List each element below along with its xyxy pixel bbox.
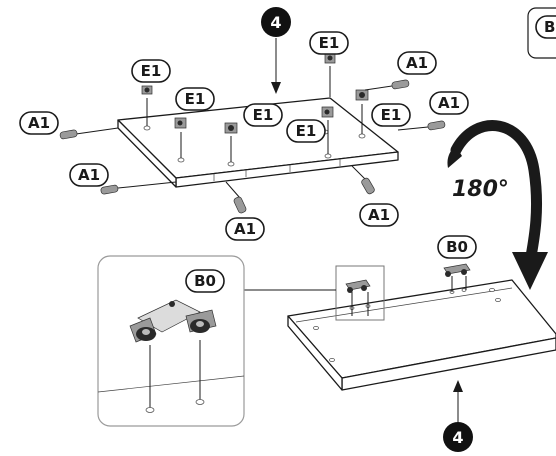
step-number-bottom: 4 bbox=[452, 428, 463, 447]
label-b0-callout-group: B0 bbox=[186, 270, 224, 292]
bottom-panel bbox=[288, 280, 556, 390]
label-a1: A1 bbox=[28, 114, 50, 132]
fitting-b0-right bbox=[444, 264, 470, 292]
step-number-top: 4 bbox=[270, 13, 281, 32]
label-a1: A1 bbox=[78, 166, 100, 184]
label-e1: E1 bbox=[296, 122, 317, 140]
label-e1: E1 bbox=[253, 106, 274, 124]
label-a1: A1 bbox=[234, 220, 256, 238]
label-a1: A1 bbox=[368, 206, 390, 224]
label-e1: E1 bbox=[185, 90, 206, 108]
label-b0: B0 bbox=[194, 272, 216, 290]
label-e1: E1 bbox=[319, 34, 340, 52]
step-marker-top: 4 bbox=[261, 7, 291, 94]
label-b0-right-group: B0 bbox=[438, 236, 476, 258]
step-marker-bottom: 4 bbox=[443, 380, 473, 452]
label-a1: A1 bbox=[438, 94, 460, 112]
label-a1: A1 bbox=[406, 54, 428, 72]
corner-label-text: B bbox=[544, 18, 555, 36]
corner-label: B bbox=[528, 8, 556, 58]
label-e1: E1 bbox=[381, 106, 402, 124]
rotation-angle: 180° bbox=[452, 177, 509, 202]
label-e1: E1 bbox=[141, 62, 162, 80]
label-b0: B0 bbox=[446, 238, 468, 256]
